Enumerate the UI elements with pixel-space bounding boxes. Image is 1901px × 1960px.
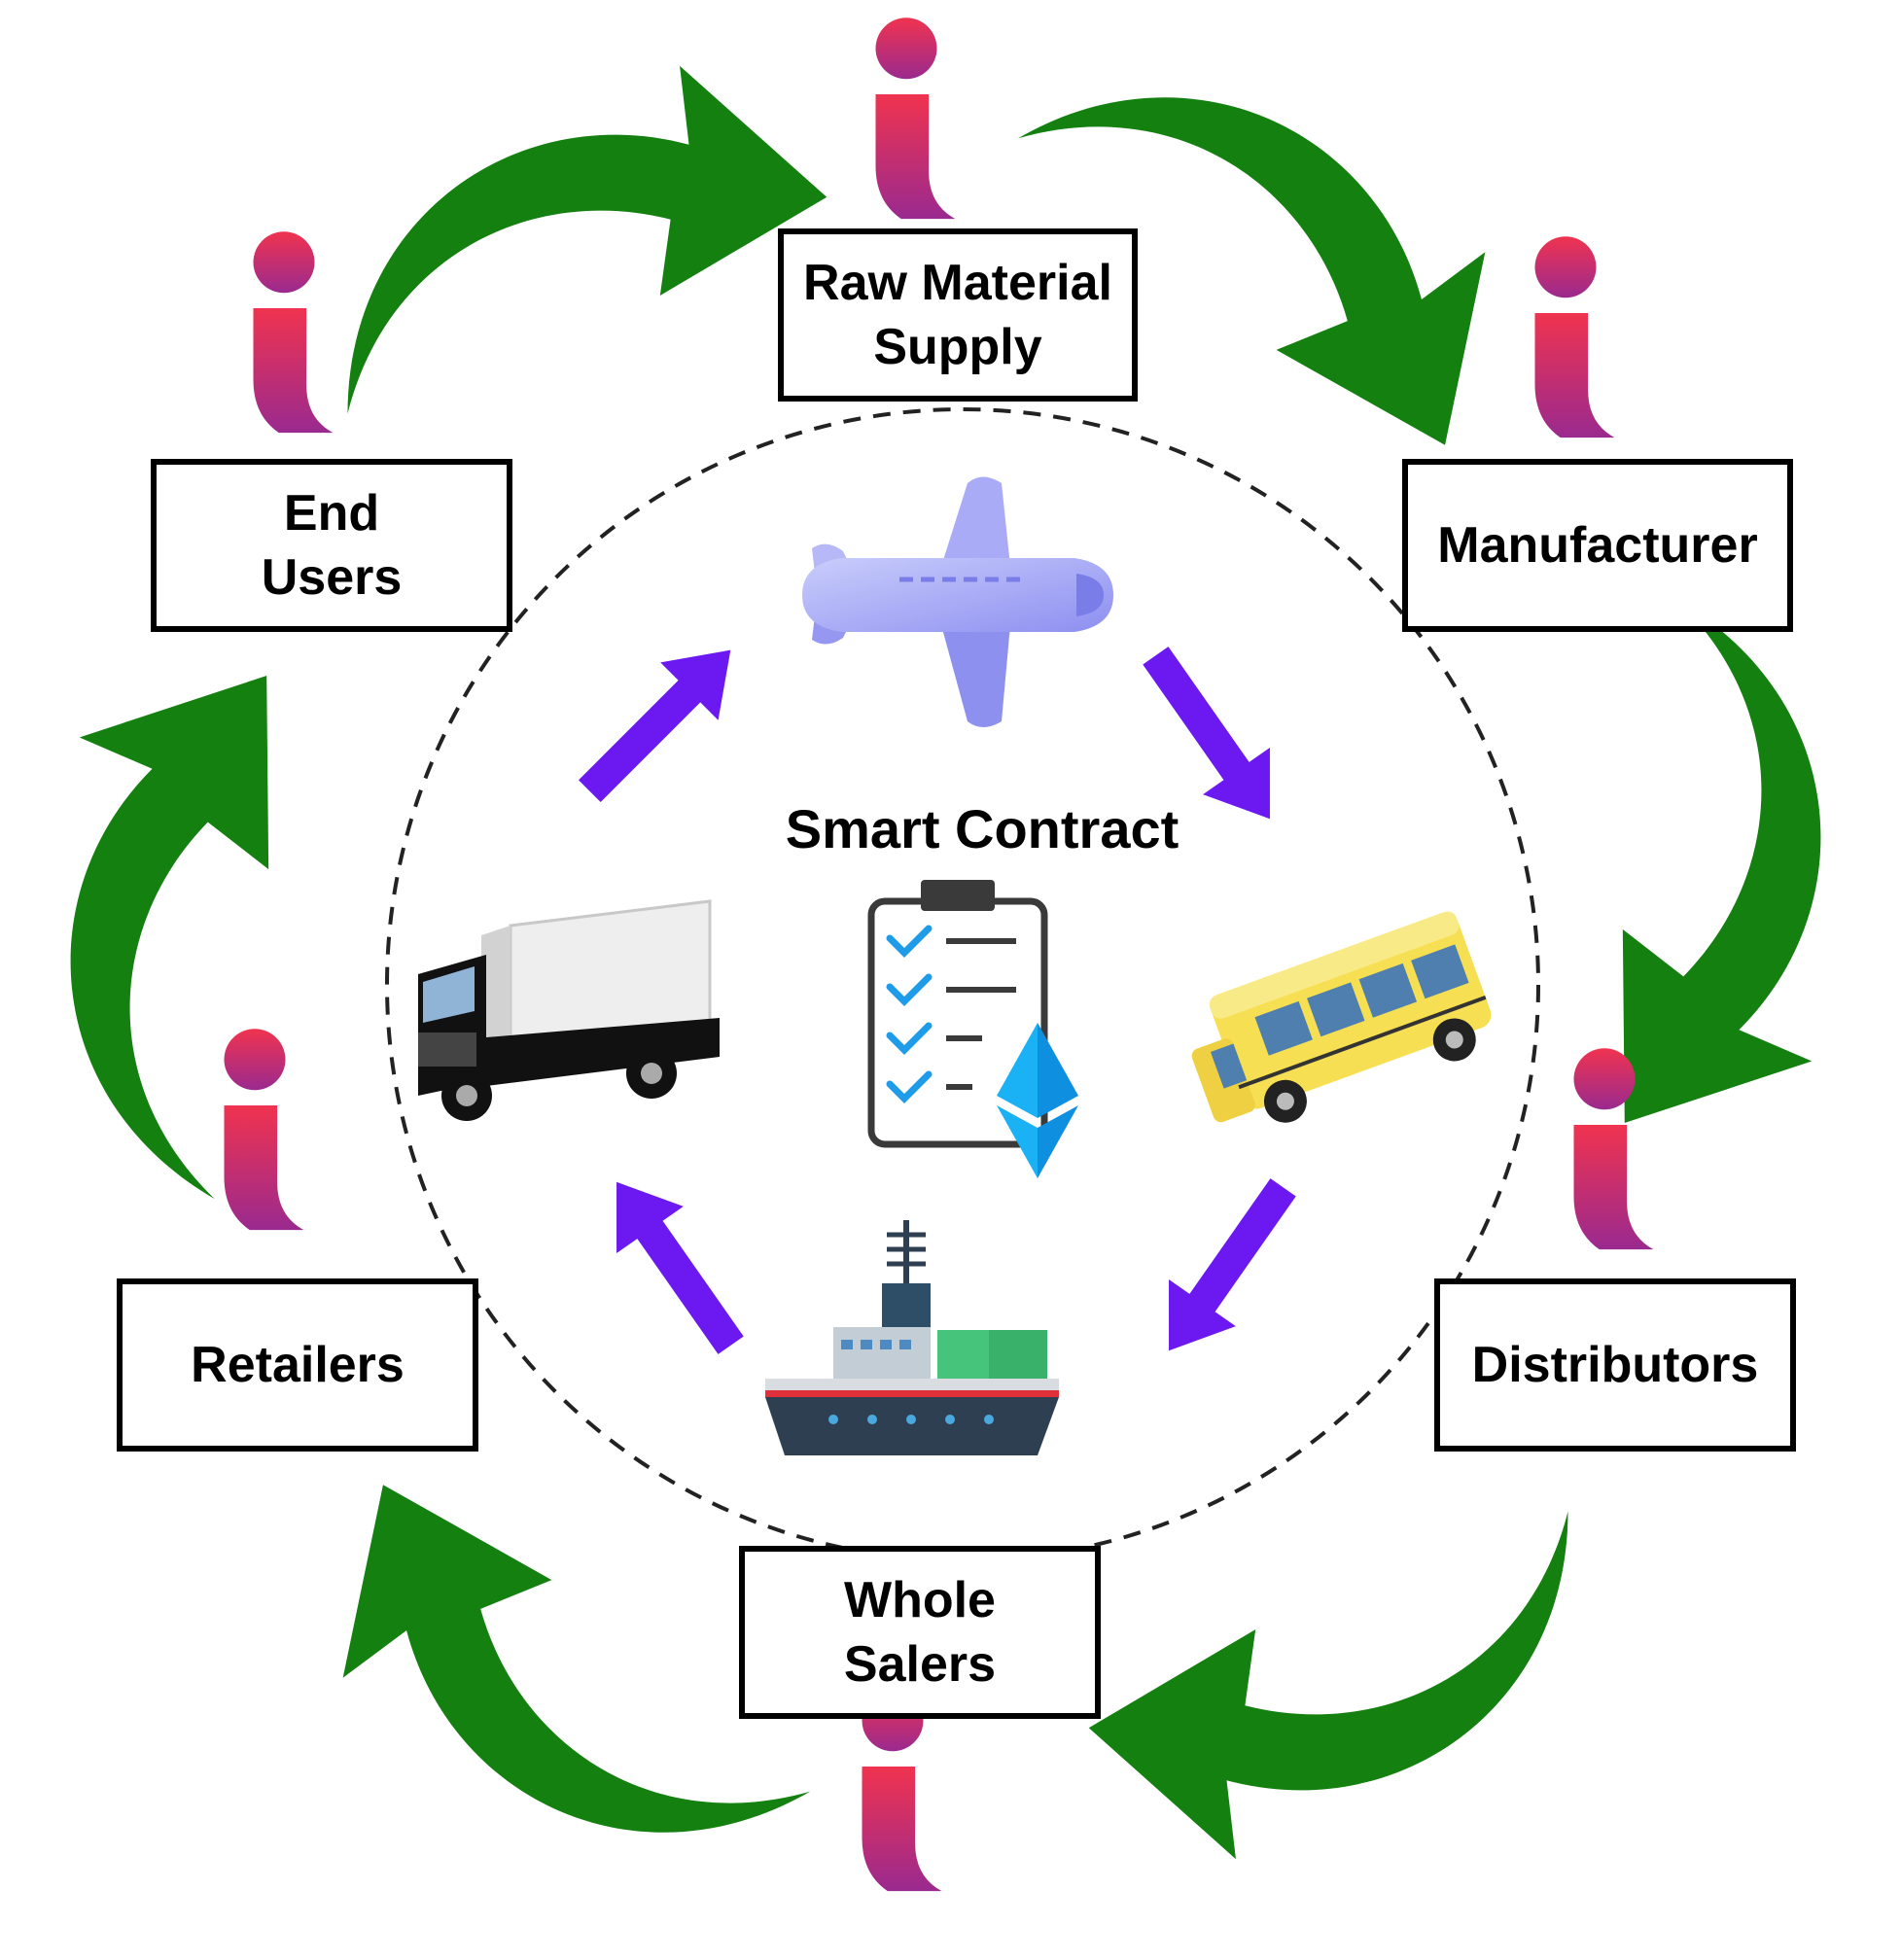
arrow-wholesalers-to-retailers	[269, 1376, 811, 1960]
stage-label-line1: Whole	[844, 1572, 996, 1628]
stage-label-line1: End	[283, 485, 380, 542]
stage-label-line2: Users	[261, 549, 403, 606]
airplane-icon	[802, 476, 1113, 727]
person-icon	[253, 231, 334, 434]
person-icon	[1534, 236, 1615, 438]
person-icon	[875, 18, 956, 220]
stage-label-line1: Distributors	[1471, 1337, 1759, 1393]
person-icon	[862, 1690, 942, 1892]
person-icon	[224, 1029, 304, 1231]
arrow-ship-to-truck	[582, 1158, 765, 1369]
clipboard-checklist-icon	[867, 880, 1078, 1178]
arrow-end-users-to-raw-material	[347, 65, 827, 414]
stage-distributors: Distributors	[1434, 1278, 1796, 1452]
smart-contract-title: Smart Contract	[785, 798, 1179, 859]
stage-whole-salers: Whole Salers	[739, 1546, 1101, 1719]
arrow-distributors-to-wholesalers	[1088, 1511, 1568, 1860]
stage-label-line1: Manufacturer	[1437, 517, 1758, 574]
stage-manufacturer: Manufacturer	[1402, 459, 1793, 632]
stage-retailers: Retailers	[117, 1278, 478, 1452]
stage-end-users: End Users	[151, 459, 512, 632]
arrow-bus-to-ship	[1135, 1164, 1318, 1375]
dashed-cycle-circle	[385, 407, 1540, 1562]
ship-icon	[765, 1220, 1059, 1455]
arrow-truck-to-airplane	[560, 620, 760, 821]
stage-raw-material-supply: Raw Material Supply	[778, 228, 1138, 402]
arrow-manufacturer-to-distributors	[1436, 599, 1901, 1189]
stage-label-line2: Salers	[843, 1636, 997, 1693]
truck-icon	[418, 899, 720, 1121]
stage-label-line1: Retailers	[191, 1337, 405, 1393]
stage-label-line2: Supply	[873, 319, 1042, 375]
ethereum-icon	[997, 1023, 1078, 1178]
bus-icon	[1191, 911, 1492, 1123]
stage-label-line1: Raw Material	[803, 255, 1112, 311]
